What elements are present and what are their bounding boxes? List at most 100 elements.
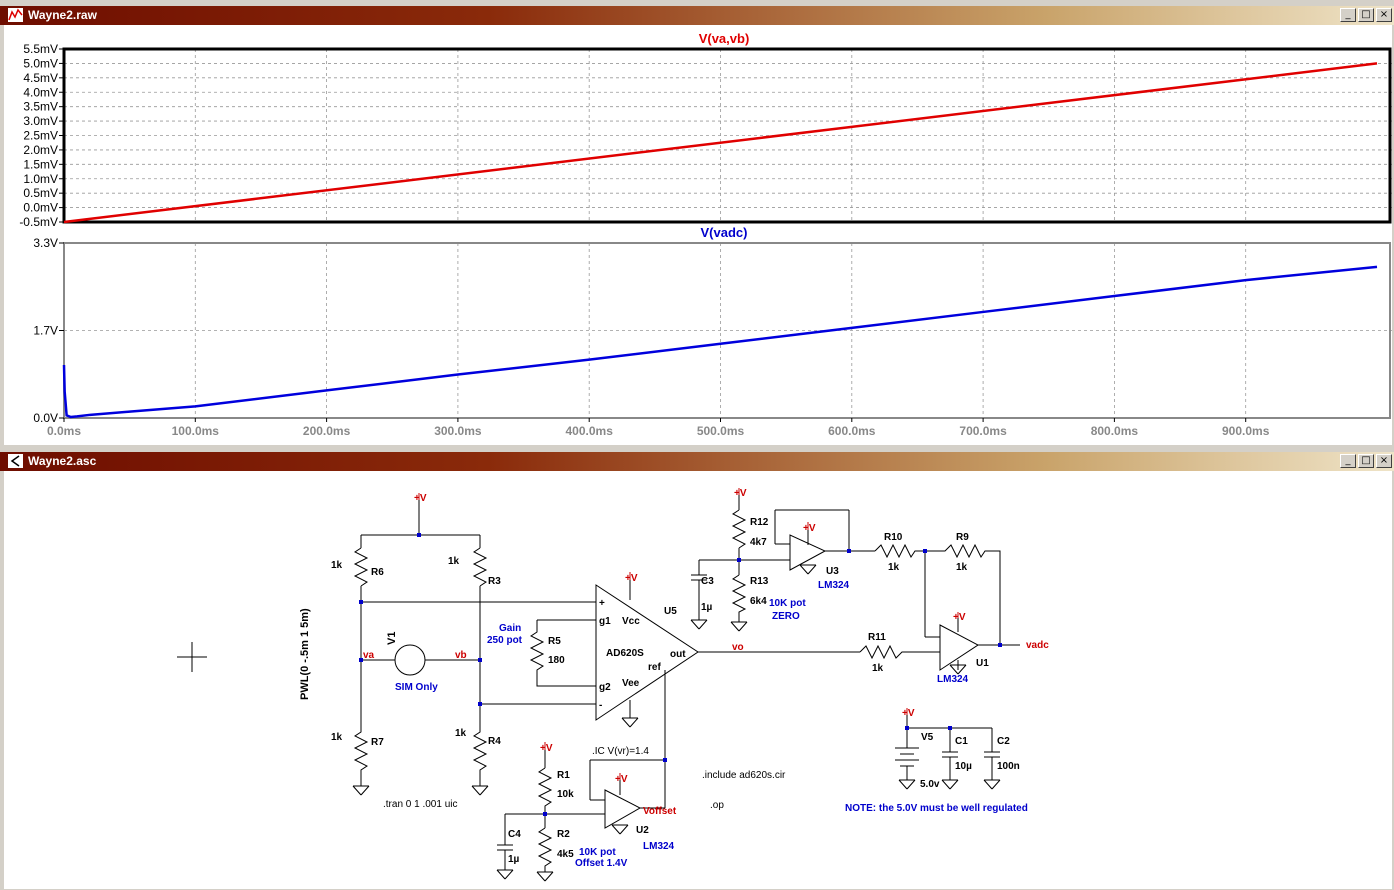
svg-text:C4: C4 [508, 829, 521, 840]
svg-text:.include ad620s.cir: .include ad620s.cir [702, 770, 786, 781]
component-labels: 1k R6 1k R3 1k R7 1k R4 V1 PWL(0 -.5m 1 … [299, 517, 1020, 865]
svg-text:R2: R2 [557, 829, 570, 840]
x-tick-label: 0.0ms [47, 424, 81, 438]
y-tick-label: 2.0mV [23, 143, 58, 157]
svg-text:Offset 1.4V: Offset 1.4V [575, 858, 628, 869]
plot-title: V(va,vb) [699, 31, 750, 46]
svg-text:U2: U2 [636, 825, 649, 836]
svg-text:LM324: LM324 [937, 674, 969, 685]
svg-text:C3: C3 [701, 576, 714, 587]
power-symbols: +V +V +V +V +V +V +V +V [414, 488, 966, 785]
svg-text:.tran 0 1 .001 uic: .tran 0 1 .001 uic [383, 799, 458, 810]
svg-text:+: + [599, 598, 605, 609]
svg-text:R3: R3 [488, 576, 501, 587]
svg-text:R10: R10 [884, 532, 903, 543]
plot-title: V(vadc) [701, 225, 748, 240]
svg-text:AD620S: AD620S [606, 648, 644, 659]
y-tick-label: 1.5mV [23, 157, 58, 171]
svg-text:-: - [599, 700, 602, 711]
y-tick-label: 0.5mV [23, 186, 58, 200]
svg-text:U1: U1 [976, 658, 989, 669]
svg-text:R1: R1 [557, 770, 570, 781]
svg-text:1k: 1k [872, 663, 884, 674]
y-tick-label: 4.0mV [23, 85, 58, 99]
svg-text:Vee: Vee [622, 678, 640, 689]
plot-window-titlebar[interactable]: Wayne2.raw _□× [0, 6, 1394, 25]
svg-text:R13: R13 [750, 576, 769, 587]
svg-text:SIM Only: SIM Only [395, 682, 438, 693]
schematic-window-titlebar[interactable]: Wayne2.asc _□× [0, 452, 1394, 471]
svg-text:1k: 1k [331, 732, 343, 743]
schematic-window: Wayne2.asc _□× [0, 452, 1394, 890]
crosshair-cursor [177, 642, 207, 672]
x-tick-label: 200.0ms [303, 424, 351, 438]
svg-text:+V: +V [902, 708, 915, 719]
svg-text:+V: +V [803, 523, 816, 534]
x-tick-label: 300.0ms [434, 424, 482, 438]
svg-text:R11: R11 [868, 632, 886, 643]
svg-text:R4: R4 [488, 736, 501, 747]
svg-text:V5: V5 [921, 732, 934, 743]
x-tick-label: 900.0ms [1222, 424, 1270, 438]
y-tick-label: 1.7V [33, 324, 58, 338]
minimize-button[interactable]: _ [1340, 454, 1356, 468]
svg-text:va: va [363, 650, 375, 661]
svg-text:g1: g1 [599, 616, 611, 627]
svg-text:U3: U3 [826, 566, 839, 577]
svg-text:4k5: 4k5 [557, 849, 574, 860]
close-button[interactable]: × [1376, 454, 1392, 468]
plot-window-title: Wayne2.raw [28, 8, 97, 22]
y-tick-label: 0.0mV [23, 201, 58, 215]
svg-text:1k: 1k [448, 556, 460, 567]
waveform-plots[interactable]: 5.5mV5.0mV4.5mV4.0mV3.5mV3.0mV2.5mV2.0mV… [4, 25, 1392, 445]
minimize-button[interactable]: _ [1340, 8, 1356, 22]
svg-text:.op: .op [710, 800, 724, 811]
svg-text:250 pot: 250 pot [487, 635, 523, 646]
junction-dots [359, 533, 1002, 816]
restore-button[interactable]: □ [1358, 454, 1374, 468]
svg-text:+V: +V [414, 493, 427, 504]
svg-text:1µ: 1µ [508, 854, 520, 865]
net-labels: va vb vo vadc Voffset [363, 640, 1049, 817]
svg-text:R5: R5 [548, 636, 561, 647]
svg-text:vo: vo [732, 642, 744, 653]
schematic-window-title: Wayne2.asc [28, 454, 97, 468]
svg-text:1k: 1k [331, 560, 343, 571]
y-tick-label: 2.5mV [23, 129, 58, 143]
y-tick-label: 5.5mV [23, 42, 58, 56]
schematic-canvas[interactable]: +V +V +V +V +V +V +V +V 1k R6 1k R3 1k R… [4, 471, 1392, 889]
svg-text:C1: C1 [955, 736, 968, 747]
svg-text:+V: +V [625, 573, 638, 584]
x-tick-label: 400.0ms [566, 424, 614, 438]
close-button[interactable]: × [1376, 8, 1392, 22]
svg-text:4k7: 4k7 [750, 537, 767, 548]
waveform-icon [8, 8, 23, 22]
y-tick-label: 5.0mV [23, 56, 58, 70]
svg-text:V1: V1 [386, 632, 398, 645]
restore-button[interactable]: □ [1358, 8, 1374, 22]
y-tick-label: 3.5mV [23, 100, 58, 114]
svg-text:ZERO: ZERO [772, 611, 800, 622]
svg-text:C2: C2 [997, 736, 1010, 747]
svg-text:.IC V(vr)=1.4: .IC V(vr)=1.4 [592, 746, 649, 757]
svg-text:5.0v: 5.0v [920, 779, 940, 790]
svg-text:+V: +V [540, 743, 553, 754]
svg-text:R7: R7 [371, 737, 384, 748]
svg-text:R12: R12 [750, 517, 769, 528]
svg-text:vadc: vadc [1026, 640, 1049, 651]
schematic-drawing[interactable]: +V +V +V +V +V +V +V +V 1k R6 1k R3 1k R… [4, 471, 1392, 889]
svg-text:180: 180 [548, 655, 565, 666]
y-tick-label: 1.0mV [23, 172, 58, 186]
svg-text:Voffset: Voffset [643, 806, 677, 817]
svg-text:LM324: LM324 [818, 580, 850, 591]
svg-text:LM324: LM324 [643, 841, 675, 852]
svg-text:NOTE: the 5.0V must be well re: NOTE: the 5.0V must be well regulated [845, 803, 1028, 814]
svg-text:U5: U5 [664, 606, 677, 617]
svg-text:PWL(0 -.5m 1 5m): PWL(0 -.5m 1 5m) [299, 608, 311, 700]
svg-text:out: out [670, 649, 686, 660]
svg-text:10K pot: 10K pot [579, 847, 616, 858]
svg-text:1k: 1k [455, 728, 467, 739]
svg-text:10K pot: 10K pot [769, 598, 806, 609]
